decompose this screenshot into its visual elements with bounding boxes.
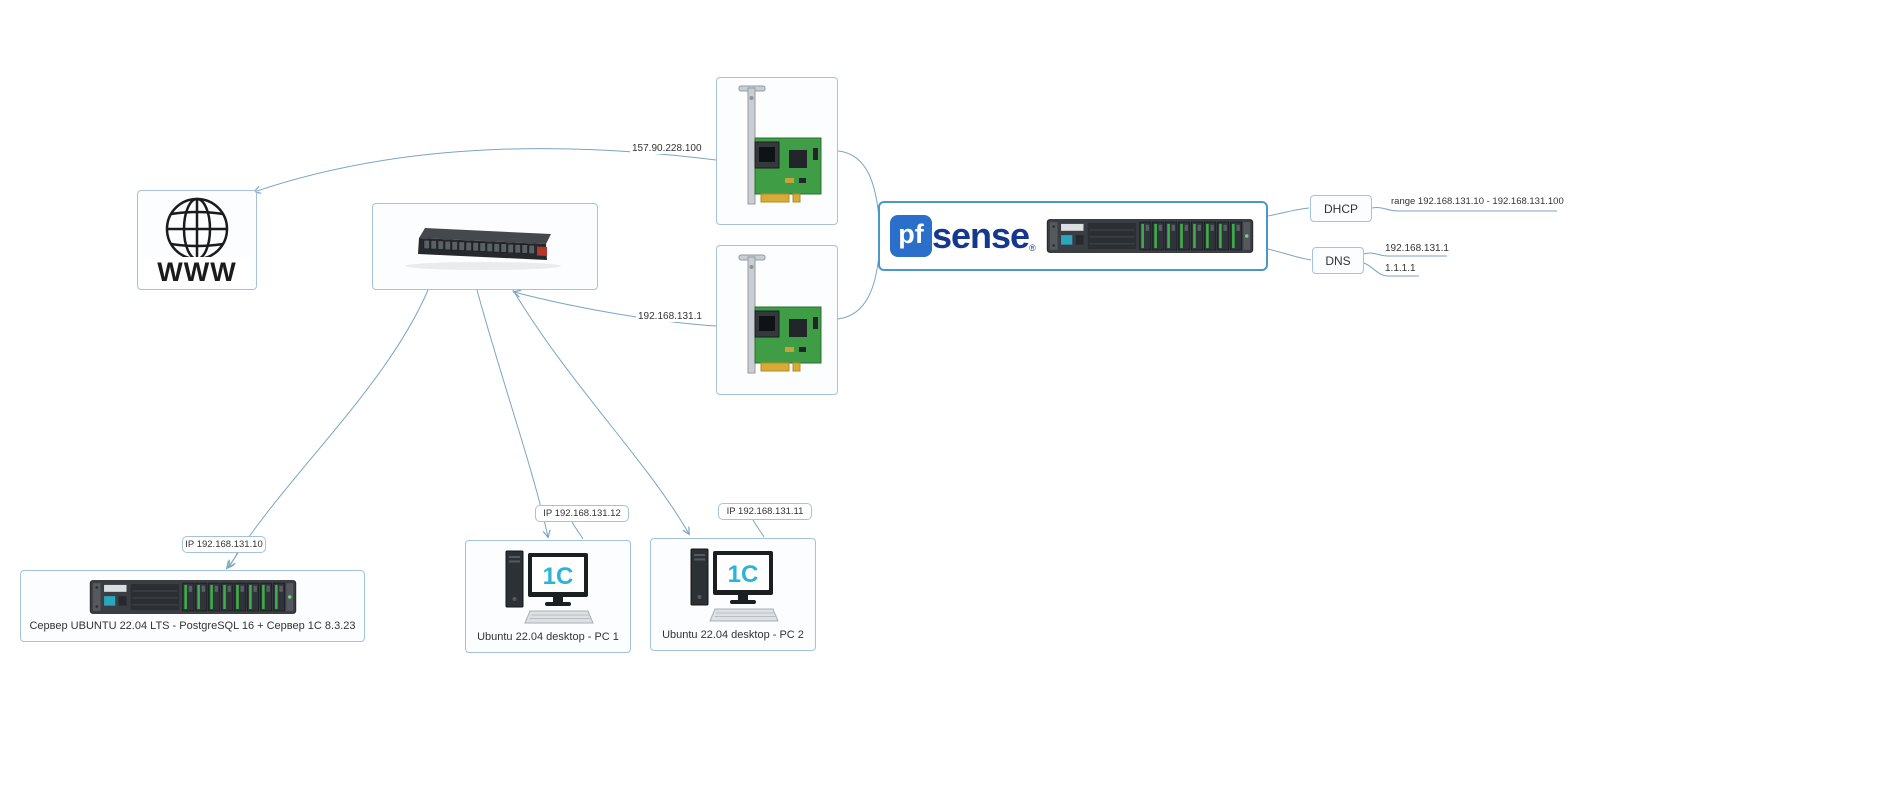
edge-label-wan-ip: 157.90.228.100 <box>630 143 704 154</box>
callout-tail-pc2-ip <box>752 519 765 538</box>
server-1c-label: Сервер UBUNTU 22.04 LTS - PostgreSQL 16 … <box>29 620 356 633</box>
pc1-screen-text: 1C <box>543 563 574 590</box>
callout-tail-pc1-ip <box>571 521 584 540</box>
www-label: WWW <box>157 257 236 287</box>
callout-pc2-ip[interactable]: IP 192.168.131.11 <box>718 503 812 520</box>
pc-1c-icon: 1C <box>690 548 779 622</box>
node-dhcp[interactable]: DHCP <box>1310 195 1372 222</box>
edge-nic-wan-to-pfsense <box>837 150 880 219</box>
edge-dhcp-range-line <box>1371 207 1557 212</box>
edge-nic-lan-to-pfsense <box>837 254 880 320</box>
edge-pfsense-to-dns <box>1267 248 1312 261</box>
edge-label-lan-ip: 192.168.131.1 <box>636 311 704 322</box>
pfsense-logo-registered: ® <box>1029 243 1036 253</box>
pfsense-logo-sense: sense <box>932 215 1030 256</box>
pfsense-logo-pf: pf <box>890 215 932 257</box>
callout-server-ip[interactable]: IP 192.168.131.10 <box>182 536 266 553</box>
globe-www-icon: WWW <box>144 197 250 287</box>
edge-pfsense-to-dhcp <box>1267 207 1310 217</box>
node-nic-lan[interactable] <box>716 245 838 395</box>
edge-switch-to-server <box>228 289 429 569</box>
node-dns[interactable]: DNS <box>1312 247 1364 274</box>
server-ip-label: IP 192.168.131.10 <box>185 539 263 550</box>
node-pfsense[interactable]: pf sense ® <box>878 201 1268 271</box>
edge-label-dhcp-range: range 192.168.131.10 - 192.168.131.100 <box>1391 196 1564 207</box>
pc1-ip-label: IP 192.168.131.12 <box>543 508 621 519</box>
node-server-1c[interactable]: Сервер UBUNTU 22.04 LTS - PostgreSQL 16 … <box>20 570 365 642</box>
switch-icon <box>405 227 561 270</box>
node-nic-wan[interactable] <box>716 77 838 225</box>
pc-1c-icon: 1C <box>505 550 594 624</box>
pc1-label: Ubuntu 22.04 desktop - PC 1 <box>477 630 619 643</box>
dhcp-label: DHCP <box>1323 201 1358 216</box>
edge-label-dns-primary: 192.168.131.1 <box>1385 243 1449 254</box>
callout-pc1-ip[interactable]: IP 192.168.131.12 <box>535 505 629 522</box>
node-pc1[interactable]: 1C Ubuntu 22.04 desktop - PC 1 <box>465 540 631 653</box>
callout-tail-server-ip <box>225 552 238 570</box>
edge-switch-to-pc2 <box>512 289 690 536</box>
network-card-icon <box>738 254 822 374</box>
node-switch[interactable] <box>372 203 598 290</box>
edge-switch-to-pc1 <box>476 289 551 539</box>
edge-label-dns-secondary: 1.1.1.1 <box>1385 263 1416 274</box>
node-pc2[interactable]: 1C Ubuntu 22.04 desktop - PC 2 <box>650 538 816 651</box>
rack-server-icon <box>89 580 296 615</box>
rack-server-icon <box>1046 219 1253 253</box>
network-card-icon <box>738 85 822 205</box>
pc2-screen-text: 1C <box>728 561 759 588</box>
pc2-ip-label: IP 192.168.131.11 <box>726 506 804 517</box>
edge-nic-wan-to-www <box>252 148 717 194</box>
dns-label: DNS <box>1325 253 1351 268</box>
pc2-label: Ubuntu 22.04 desktop - PC 2 <box>662 628 804 641</box>
pfsense-logo: pf sense ® <box>890 215 1036 257</box>
node-internet[interactable]: WWW <box>137 190 257 290</box>
